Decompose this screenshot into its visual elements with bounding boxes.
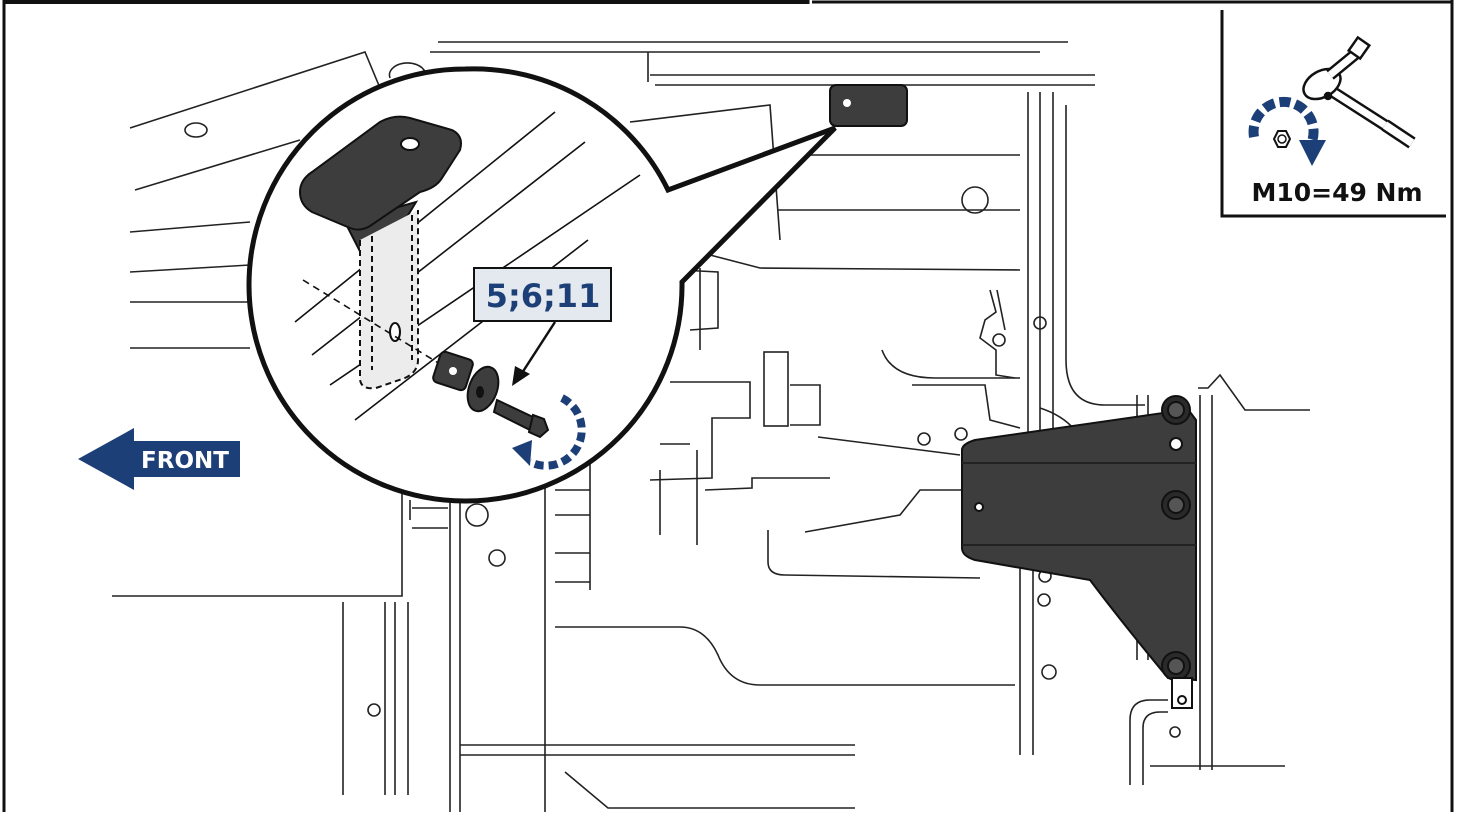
- small-bracket-target: [829, 84, 908, 127]
- clockwise-rotation-icon: [512, 394, 586, 470]
- mounting-bracket: [961, 395, 1197, 709]
- ratchet-wrench-icon: [1302, 35, 1416, 149]
- bolt-head: [1161, 395, 1191, 425]
- front-label: FRONT: [141, 448, 229, 474]
- clockwise-rotation-icon: [1248, 96, 1326, 166]
- detail-washer: [466, 365, 500, 413]
- bolt-head: [1161, 651, 1191, 681]
- part-number-callout: 5;6;11: [486, 277, 601, 315]
- hex-nut-icon: [1272, 130, 1292, 148]
- detail-magnifier: 5;6;11: [246, 66, 837, 504]
- detail-bolt: [492, 398, 550, 439]
- torque-spec-label: M10=49 Nm: [1251, 178, 1422, 207]
- torque-spec-panel: M10=49 Nm: [1220, 10, 1446, 218]
- detail-nut: [432, 350, 474, 392]
- bolt-head: [1161, 490, 1191, 520]
- detail-bracket: [298, 115, 462, 390]
- front-direction-arrow-icon: FRONT: [78, 428, 240, 490]
